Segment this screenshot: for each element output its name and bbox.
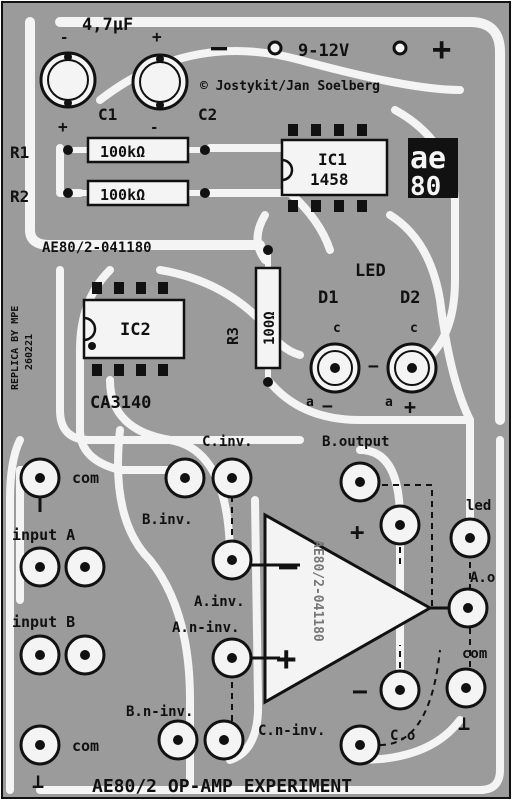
footer-title: AE80/2 OP-AMP EXPERIMENT	[92, 776, 352, 797]
capacitor-c2	[131, 53, 189, 111]
c1-label: C1	[98, 105, 117, 124]
pad-a-n-inv[interactable]	[211, 637, 253, 679]
r3-label: R3	[224, 327, 242, 345]
label-com-right: com	[462, 646, 487, 662]
supply-plus-pad	[392, 40, 408, 56]
pad-com-right[interactable]	[445, 667, 487, 709]
replica-line1: REPLICA BY MPE	[10, 306, 21, 390]
c1-plus-mark: +	[58, 117, 68, 136]
c1-minus-mark: -	[60, 30, 68, 46]
led-center-dash: −	[368, 356, 379, 377]
r1-value: 100kΩ	[100, 143, 145, 161]
resistor-r1	[63, 136, 210, 164]
pad-input-b[interactable]	[19, 634, 106, 676]
d1-cathode: c	[333, 321, 341, 336]
r1-label: R1	[10, 143, 29, 162]
capacitor-value: 4,7µF	[82, 15, 133, 35]
opamp-symbol	[263, 512, 434, 705]
led-title: LED	[355, 261, 386, 281]
supply-plus-label: +	[432, 30, 451, 68]
label-b-n-inv: B.n-inv.	[126, 704, 193, 720]
label-a-inv: A.inv.	[194, 594, 245, 610]
pad-supply-minus[interactable]	[379, 669, 421, 711]
led-d2	[386, 342, 438, 394]
d2-plus: +	[404, 395, 416, 419]
ic1-part: 1458	[310, 170, 349, 189]
d2-label: D2	[400, 288, 420, 308]
opamp-minus: −	[278, 547, 298, 587]
supply-plus-pad-label: +	[350, 518, 364, 546]
pad-b-output[interactable]	[339, 461, 381, 503]
label-a-o: A.o	[470, 570, 495, 586]
d2-cathode: c	[410, 321, 418, 336]
label-input-b: input B	[12, 613, 75, 631]
ic2-label: IC2	[120, 320, 151, 340]
pad-com-top[interactable]	[19, 457, 61, 512]
label-led: led	[466, 498, 491, 514]
opamp-plus: +	[276, 639, 296, 679]
pad-com-bottom[interactable]	[19, 724, 61, 766]
label-b-inv: B.inv.	[142, 512, 193, 528]
replica-label: REPLICA BY MPE 260221	[10, 306, 35, 390]
ae80-logo	[408, 138, 458, 198]
pad-b-n-inv[interactable]	[157, 719, 245, 761]
d1-label: D1	[318, 288, 338, 308]
r2-value: 100kΩ	[100, 186, 145, 204]
pad-a-inv[interactable]	[211, 539, 253, 581]
pad-a-o[interactable]	[447, 587, 489, 629]
ic2-part: CA3140	[90, 393, 151, 413]
label-a-n-inv: A.n-inv.	[172, 620, 239, 636]
ic2-chip	[82, 282, 186, 376]
pad-supply-plus[interactable]	[379, 504, 421, 546]
pad-led[interactable]	[449, 517, 491, 559]
supply-minus-pad	[267, 40, 283, 56]
label-b-output: B.output	[322, 434, 389, 450]
ic1-label: IC1	[318, 150, 347, 169]
pad-c-inv[interactable]	[164, 457, 253, 499]
copyright-label: © Jostykit/Jan Soelberg	[200, 79, 380, 94]
d1-anode: a	[306, 395, 314, 410]
ground-symbol-left: ⊥	[32, 769, 44, 793]
supply-voltage-label: 9-12V	[298, 41, 349, 61]
label-input-a: input A	[12, 526, 75, 544]
ic1-chip	[280, 124, 389, 212]
c2-plus-mark: +	[152, 27, 162, 46]
c2-minus-mark: -	[150, 120, 158, 136]
pad-input-a[interactable]	[19, 546, 106, 588]
ground-symbol-right: ⊥	[458, 711, 470, 735]
d2-anode: a	[385, 395, 393, 410]
supply-minus-pad-label: −	[352, 677, 368, 707]
r3-value: 100Ω	[262, 311, 278, 345]
resistor-r2	[63, 179, 210, 207]
d1-minus: −	[322, 396, 333, 417]
label-c-o: C.o	[390, 728, 415, 744]
label-c-n-inv: C.n-inv.	[258, 723, 325, 739]
r2-label: R2	[10, 187, 29, 206]
capacitor-c1	[39, 51, 97, 109]
board-id-label: AE80/2-041180	[42, 240, 152, 256]
label-com-bottom: com	[72, 737, 99, 755]
c2-label: C2	[198, 105, 217, 124]
pad-c-n-inv[interactable]	[339, 724, 381, 766]
label-c-inv: C.inv.	[202, 434, 253, 450]
resistor-r3	[254, 245, 282, 387]
logo-bottom: 80	[410, 172, 441, 202]
label-com-top: com	[72, 469, 99, 487]
led-d1	[309, 342, 361, 394]
replica-line2: 260221	[24, 334, 35, 370]
supply-minus-label: −	[210, 31, 228, 66]
logo-top: ae	[410, 141, 446, 176]
opamp-mirrored-id: AE80/2-041180	[310, 540, 325, 642]
